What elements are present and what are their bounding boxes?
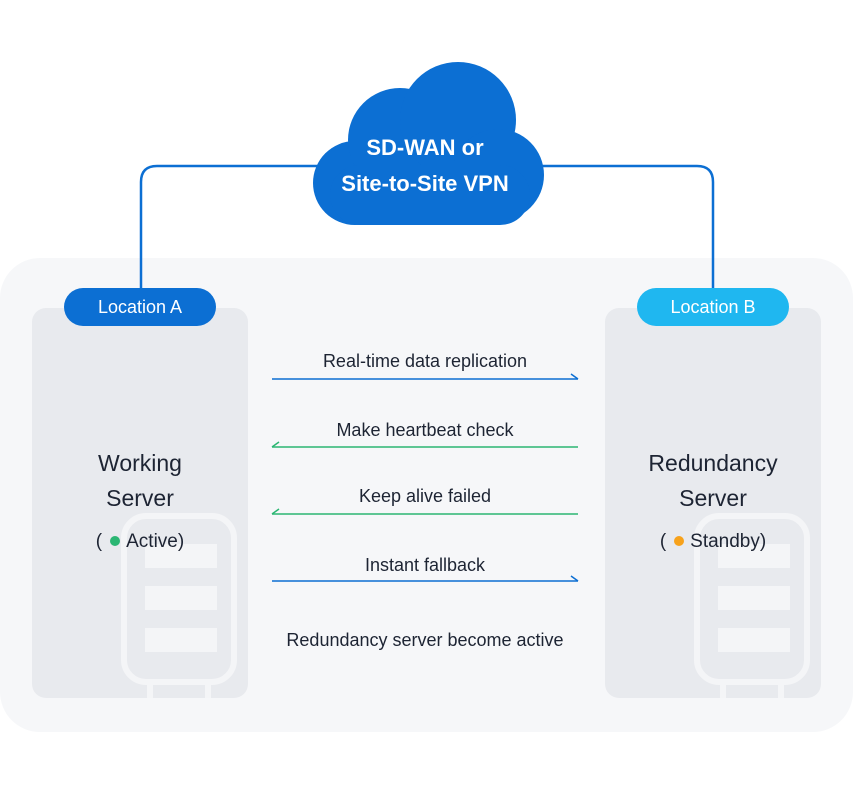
message-fallback: Instant fallback	[364, 555, 486, 575]
final-note: Redundancy server become active	[286, 630, 564, 650]
working-server-title: Working Server	[32, 446, 248, 516]
arrow-keepalive	[271, 508, 578, 515]
redundancy-server-status: ( Standby)	[605, 531, 821, 553]
working-server-card: Working Server ( Active)	[32, 308, 248, 698]
arrow-heartbeat	[271, 441, 578, 448]
server-rack-icon	[694, 513, 810, 698]
connection-line-b	[530, 164, 715, 292]
cloud-label-line2: Site-to-Site VPN	[341, 171, 509, 196]
status-text: Active)	[126, 531, 185, 552]
cloud-label-line1: SD-WAN or	[366, 135, 484, 160]
status-open-paren: (	[659, 531, 667, 552]
arrow-replication	[272, 373, 579, 380]
server-title-line2: Server	[106, 485, 174, 511]
server-title-line1: Working	[98, 450, 182, 476]
active-status-dot-icon	[110, 536, 121, 546]
message-keepalive: Keep alive failed	[358, 486, 492, 506]
working-server-status: ( Active)	[32, 531, 248, 553]
message-replication: Real-time data replication	[322, 351, 528, 371]
connection-line-a	[139, 164, 320, 292]
server-title-line1: Redundancy	[648, 450, 778, 476]
redundancy-server-card: Redundancy Server ( Standby)	[605, 308, 821, 698]
status-text: Standby)	[690, 531, 767, 552]
cloud-label: SD-WAN or Site-to-Site VPN	[300, 130, 550, 202]
status-open-paren: (	[95, 531, 103, 552]
arrow-fallback	[272, 575, 579, 582]
redundancy-server-title: Redundancy Server	[605, 446, 821, 516]
server-rack-icon	[121, 513, 237, 698]
server-title-line2: Server	[679, 485, 747, 511]
location-a-badge: Location A	[64, 288, 216, 326]
message-heartbeat: Make heartbeat check	[336, 420, 514, 440]
standby-status-dot-icon	[674, 536, 685, 546]
location-b-badge: Location B	[637, 288, 789, 326]
